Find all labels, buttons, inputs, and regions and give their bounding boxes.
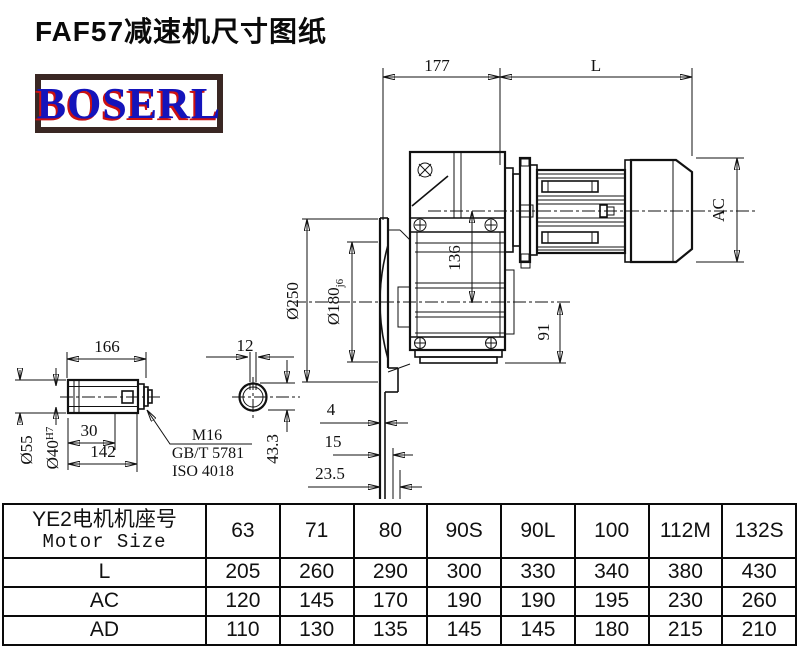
table-row-L: L 205 260 290 300 330 340 380 430 [2, 557, 797, 588]
value-cell: 290 [352, 557, 429, 588]
dim-label-23-5: 23.5 [315, 464, 345, 483]
row-label: AD [2, 615, 207, 646]
page-title: FAF57减速机尺寸图纸 [35, 16, 328, 47]
value-cell: 430 [721, 557, 797, 588]
value-cell: 380 [647, 557, 724, 588]
hollow-shaft-detail: 166 Ø55 Ø40H7 30 142 M16 GB/T 5781 ISO 4… [15, 337, 252, 480]
dim-label-177: 177 [424, 56, 450, 75]
value-cell: 210 [721, 615, 797, 646]
bolt-spec-label: M16 [192, 427, 222, 444]
value-cell: 145 [278, 586, 355, 617]
motor-size-col: 112M [647, 503, 724, 559]
brand-logo-text: BOSERL [36, 78, 222, 128]
technical-drawing: 177 L AC Ø250 Ø180j6 136 91 4 [15, 56, 758, 499]
value-cell: 120 [205, 586, 281, 617]
dim-177-and-L: 177 L [382, 56, 693, 220]
value-cell: 145 [426, 615, 502, 646]
dim-label-AC: AC [709, 198, 728, 222]
dim-label-4: 4 [327, 400, 336, 419]
value-cell: 330 [500, 557, 576, 588]
value-cell: 340 [573, 557, 650, 588]
motor-size-table: YE2电机机座号 Motor Size 63 71 80 90S 90L 100… [2, 503, 797, 646]
value-cell: 145 [500, 615, 576, 646]
value-cell: 190 [500, 586, 576, 617]
dim-flange-diameters: Ø250 Ø180j6 [283, 218, 378, 383]
value-cell: 110 [205, 615, 281, 646]
brand-logo: BOSERL [35, 74, 223, 133]
table-header-cn: YE2电机机座号 [32, 508, 177, 531]
dim-label-15: 15 [325, 432, 342, 451]
dim-bottom-stack: 4 15 23.5 [308, 400, 422, 499]
value-cell: 195 [573, 586, 650, 617]
dim-label-30: 30 [81, 421, 98, 440]
bolt-standard-gb-label: GB/T 5781 [172, 445, 244, 462]
table-header-cell: YE2电机机座号 Motor Size [2, 503, 207, 559]
motor [518, 156, 694, 269]
value-cell: 260 [721, 586, 797, 617]
dim-label-12: 12 [237, 336, 254, 355]
value-cell: 135 [352, 615, 429, 646]
table-header-en: Motor Size [42, 531, 167, 554]
dim-label-142: 142 [90, 442, 116, 461]
value-cell: 300 [426, 557, 502, 588]
motor-size-col: 80 [352, 503, 429, 559]
dim-label-91: 91 [534, 324, 553, 341]
output-flange-plate [378, 217, 411, 499]
dim-label-166: 166 [94, 337, 120, 356]
table-header-row: YE2电机机座号 Motor Size 63 71 80 90S 90L 100… [2, 503, 797, 559]
motor-adapter [504, 167, 521, 253]
motor-size-col: 63 [205, 503, 281, 559]
value-cell: 215 [647, 615, 724, 646]
value-cell: 260 [278, 557, 355, 588]
motor-size-col: 132S [721, 503, 797, 559]
value-cell: 205 [205, 557, 281, 588]
table-row-AD: AD 110 130 135 145 145 180 215 210 [2, 615, 797, 646]
motor-size-col: 71 [278, 503, 355, 559]
dim-label-180: Ø180j6 [324, 278, 346, 325]
dim-label-43-3: 43.3 [263, 434, 282, 464]
dim-label-250: Ø250 [283, 282, 302, 320]
dim-label-40: Ø40H7 [43, 426, 62, 469]
value-cell: 190 [426, 586, 502, 617]
motor-size-col: 90L [500, 503, 576, 559]
dim-label-136: 136 [445, 245, 464, 271]
value-cell: 130 [278, 615, 355, 646]
row-label: AC [2, 586, 207, 617]
row-label: L [2, 557, 207, 588]
motor-size-col: 100 [573, 503, 650, 559]
bolt-standard-iso-label: ISO 4018 [172, 463, 234, 480]
motor-size-col: 90S [426, 503, 502, 559]
value-cell: 170 [352, 586, 429, 617]
table-row-AC: AC 120 145 170 190 190 195 230 260 [2, 586, 797, 617]
dim-AC: AC [696, 157, 744, 263]
dim-label-L: L [591, 56, 601, 75]
value-cell: 230 [647, 586, 724, 617]
value-cell: 180 [573, 615, 650, 646]
shaft-end-view: 12 43.3 [206, 336, 295, 464]
dim-label-55: Ø55 [17, 435, 36, 464]
